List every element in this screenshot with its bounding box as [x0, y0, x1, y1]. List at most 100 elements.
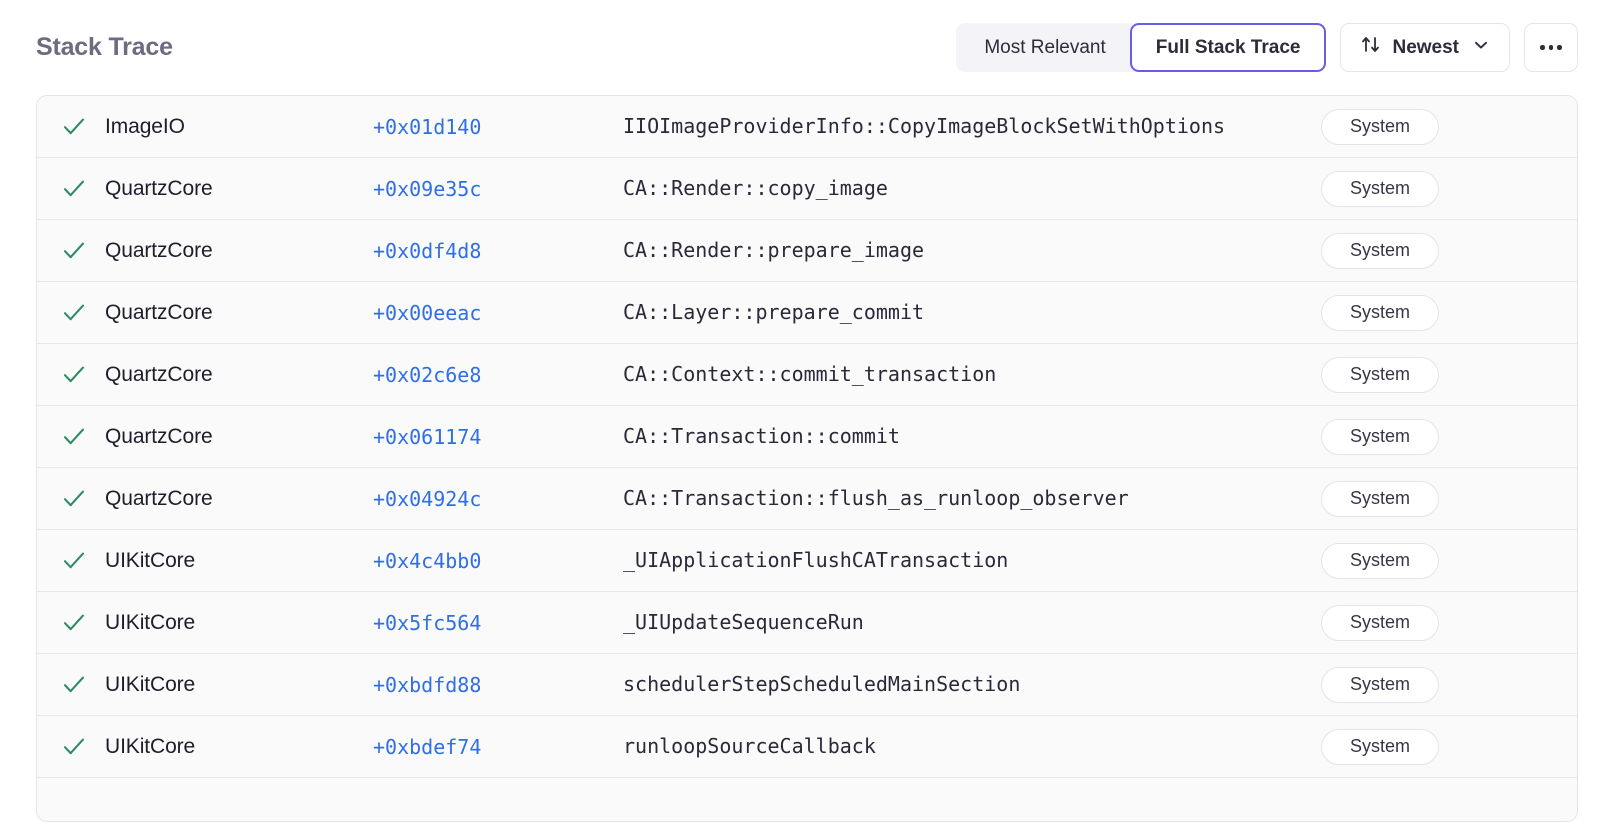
table-row[interactable]: UIKitCore +0xbdef74 runloopSourceCallback S…	[37, 716, 1577, 778]
frame-offset-link[interactable]: +0x00eeac	[373, 300, 482, 325]
more-options-button[interactable]	[1524, 23, 1578, 72]
frame-checkmark[interactable]	[61, 114, 105, 140]
frame-checkmark[interactable]	[61, 610, 105, 636]
sort-dropdown[interactable]: Newest	[1340, 23, 1510, 72]
frame-badge-container: System	[1305, 232, 1439, 269]
frame-offset-link[interactable]: +0x4c4bb0	[373, 548, 482, 573]
frame-offset-link[interactable]: +0x04924c	[373, 486, 482, 511]
tab-most-relevant[interactable]: Most Relevant	[956, 23, 1142, 72]
frame-module-name: QuartzCore	[105, 362, 213, 386]
status-badge: System	[1321, 356, 1439, 393]
frame-function-name: CA::Transaction::flush_as_runloop_observ…	[623, 486, 1129, 511]
frame-checkmark[interactable]	[61, 486, 105, 512]
check-icon	[63, 304, 85, 320]
frame-module-name: QuartzCore	[105, 300, 213, 324]
frame-module-name: UIKitCore	[105, 610, 196, 634]
frame-badge-container: System	[1305, 356, 1439, 393]
table-row[interactable]: UIKitCore +0x5fc564 _UIUpdateSequenceRun Sy…	[37, 592, 1577, 654]
frame-function-name: CA::Layer::prepare_commit	[623, 300, 925, 325]
check-icon	[63, 552, 85, 568]
frame-badge-container: System	[1305, 108, 1439, 145]
frame-module-name: QuartzCore	[105, 238, 213, 262]
ellipsis-icon	[1540, 45, 1562, 50]
status-badge: System	[1321, 170, 1439, 207]
frame-function-name: CA::Render::copy_image	[623, 176, 888, 201]
chevron-down-icon	[1472, 36, 1490, 60]
frame-checkmark[interactable]	[61, 548, 105, 574]
frame-module-name: UIKitCore	[105, 672, 196, 696]
status-badge: System	[1321, 666, 1439, 703]
page-title: Stack Trace	[36, 33, 173, 61]
status-badge: System	[1321, 294, 1439, 331]
frame-offset-link[interactable]: +0x0df4d8	[373, 238, 482, 263]
table-row[interactable]: QuartzCore +0x00eeac CA::Layer::prepare_co…	[37, 282, 1577, 344]
stack-frame-list: ImageIO +0x01d140 IIOImageProviderInfo::Co…	[36, 95, 1578, 822]
table-row[interactable]: QuartzCore +0x02c6e8 CA::Context::commit_t…	[37, 344, 1577, 406]
frame-offset-link[interactable]: +0xbdfd88	[373, 672, 482, 697]
frame-checkmark[interactable]	[61, 672, 105, 698]
check-icon	[63, 676, 85, 692]
frame-checkmark[interactable]	[61, 176, 105, 202]
table-row[interactable]: UIKitCore +0xbdfd88 schedulerStepScheduled…	[37, 654, 1577, 716]
frame-offset-link[interactable]: +0x09e35c	[373, 176, 482, 201]
frame-offset-link[interactable]: +0x5fc564	[373, 610, 482, 635]
frame-function-name: _UIApplicationFlushCATransaction	[623, 548, 1009, 573]
frame-module-name: QuartzCore	[105, 486, 213, 510]
status-badge: System	[1321, 232, 1439, 269]
frame-function-name: CA::Render::prepare_image	[623, 238, 925, 263]
frame-module-name: QuartzCore	[105, 176, 213, 200]
table-row[interactable]: QuartzCore +0x0df4d8 CA::Render::prepare_i…	[37, 220, 1577, 282]
frame-function-name: IIOImageProviderInfo::CopyImageBlockSetW…	[623, 114, 1226, 139]
check-icon	[63, 490, 85, 506]
frame-badge-container: System	[1305, 542, 1439, 579]
status-badge: System	[1321, 604, 1439, 641]
table-row[interactable]: UIKitCore +0x4c4bb0 _UIApplicationFlushCAT…	[37, 530, 1577, 592]
tab-most-relevant-label: Most Relevant	[984, 36, 1106, 58]
frame-module-name: UIKitCore	[105, 548, 196, 572]
tab-full-stack-trace-label: Full Stack Trace	[1155, 36, 1301, 58]
frame-module-name: UIKitCore	[105, 734, 196, 758]
check-icon	[63, 118, 85, 134]
frame-checkmark[interactable]	[61, 424, 105, 450]
sort-arrows-icon	[1360, 34, 1381, 61]
frame-function-name: _UIUpdateSequenceRun	[623, 610, 864, 635]
tab-full-stack-trace[interactable]: Full Stack Trace	[1129, 23, 1327, 72]
frame-badge-container: System	[1305, 728, 1439, 765]
status-badge: System	[1321, 418, 1439, 455]
frame-badge-container: System	[1305, 170, 1439, 207]
table-row[interactable]: ImageIO +0x01d140 IIOImageProviderInfo::Co…	[37, 96, 1577, 158]
frame-badge-container: System	[1305, 666, 1439, 703]
frame-checkmark[interactable]	[61, 238, 105, 264]
frame-checkmark[interactable]	[61, 734, 105, 760]
table-row[interactable]: QuartzCore +0x04924c CA::Transaction::flus…	[37, 468, 1577, 530]
check-icon	[63, 614, 85, 630]
check-icon	[63, 242, 85, 258]
header-controls: Most Relevant Full Stack Trace Newest	[956, 23, 1578, 72]
frame-offset-link[interactable]: +0xbdef74	[373, 734, 482, 759]
frame-function-name: runloopSourceCallback	[623, 734, 876, 759]
frame-offset-link[interactable]: +0x061174	[373, 424, 482, 449]
frame-module-name: ImageIO	[105, 114, 185, 138]
check-icon	[63, 428, 85, 444]
frame-badge-container: System	[1305, 604, 1439, 641]
sort-dropdown-label: Newest	[1392, 36, 1459, 58]
frame-offset-link[interactable]: +0x01d140	[373, 114, 482, 139]
frame-badge-container: System	[1305, 480, 1439, 517]
status-badge: System	[1321, 480, 1439, 517]
check-icon	[63, 738, 85, 754]
table-row[interactable]: QuartzCore +0x09e35c CA::Render::copy_imag…	[37, 158, 1577, 220]
panel-header: Stack Trace Most Relevant Full Stack Tra…	[36, 0, 1578, 95]
frame-offset-link[interactable]: +0x02c6e8	[373, 362, 482, 387]
frame-function-name: CA::Context::commit_transaction	[623, 362, 997, 387]
frame-badge-container: System	[1305, 418, 1439, 455]
check-icon	[63, 180, 85, 196]
check-icon	[63, 366, 85, 382]
stack-trace-mode-segmented-control: Most Relevant Full Stack Trace	[956, 23, 1327, 72]
frame-checkmark[interactable]	[61, 362, 105, 388]
frame-checkmark[interactable]	[61, 300, 105, 326]
status-badge: System	[1321, 108, 1439, 145]
status-badge: System	[1321, 542, 1439, 579]
frame-function-name: schedulerStepScheduledMainSection	[623, 672, 1021, 697]
